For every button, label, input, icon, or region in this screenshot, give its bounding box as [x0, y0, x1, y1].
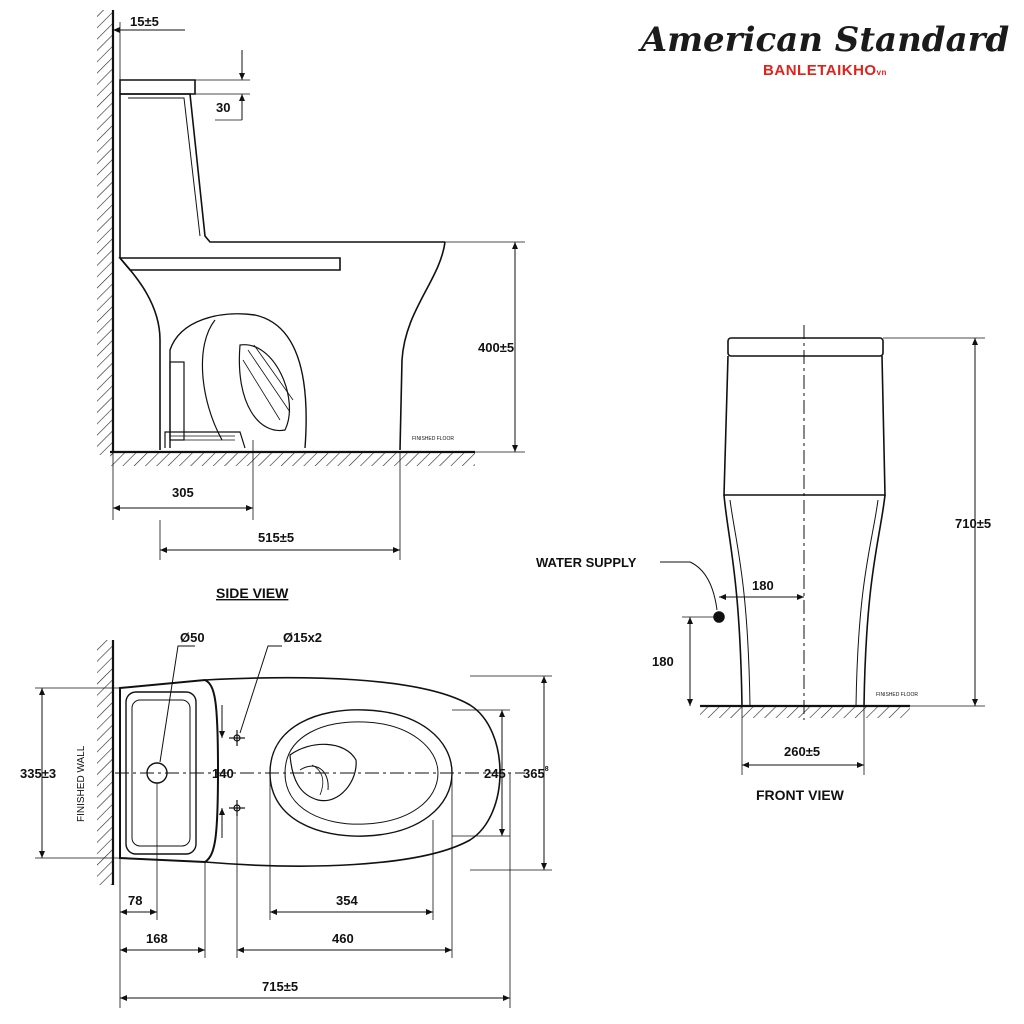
side-trap-bend	[238, 344, 290, 432]
top-water-well	[289, 743, 357, 802]
water-supply-label: WATER SUPPLY	[536, 555, 637, 570]
dim-wall-gap: 15±5	[130, 14, 159, 29]
front-floor-label: FINISHED FLOOR	[876, 692, 918, 698]
dim-bolt-spacing: 140	[212, 766, 234, 781]
dim-supply-offset: 180	[752, 578, 774, 593]
dim-seat-length: 460	[332, 931, 354, 946]
side-floor-label: FINISHED FLOOR	[412, 436, 454, 442]
side-tank-lid	[119, 79, 196, 95]
front-body-left	[723, 494, 743, 707]
top-bowl-outline	[204, 676, 501, 867]
brand-logo-block: American Standard BANLETAIKHOvn	[640, 20, 1010, 79]
dim-depth: 515±5	[258, 530, 294, 545]
front-tank-lid	[727, 337, 884, 357]
front-body-right-inner	[855, 499, 879, 707]
dim-total-width: 3658	[523, 766, 549, 781]
side-floor-hatch	[110, 452, 475, 466]
side-view-title: SIDE VIEW	[216, 585, 289, 601]
bolt-hole-bottom	[229, 800, 245, 816]
dim-lid-step: 30	[216, 100, 230, 115]
side-tank-inner	[128, 97, 201, 237]
dim-seat-height: 400±5	[478, 340, 514, 355]
front-view-title: FRONT VIEW	[756, 787, 845, 803]
finished-wall-label: FINISHED WALL	[76, 745, 87, 822]
side-base	[164, 431, 246, 449]
dim-total-length: 715±5	[262, 979, 298, 994]
dim-total-height: 710±5	[955, 516, 991, 531]
water-supply-leader	[660, 561, 718, 611]
front-view-labels: WATER SUPPLY 180 180 710±5 FINISHED FLOO…	[536, 516, 991, 803]
side-outlet-block	[169, 361, 185, 441]
front-view	[660, 325, 985, 775]
side-tank-body	[120, 93, 445, 243]
front-body-left-inner	[729, 499, 751, 707]
top-view	[35, 640, 552, 1008]
front-floor-hatch	[700, 706, 910, 718]
bolt-hole-top	[229, 730, 245, 746]
top-wall-hatch	[97, 640, 113, 885]
side-seat	[118, 257, 341, 271]
dim-tank-depth: 168	[146, 931, 168, 946]
american-standard-logo: American Standard	[640, 20, 1010, 60]
dim-tank-width: 335±3	[20, 766, 56, 781]
side-front-profile	[399, 241, 446, 451]
dim-outlet-dia: Ø50	[180, 630, 205, 645]
dim-bowl-length: 354	[336, 893, 358, 908]
top-view-labels: Ø50 Ø15x2 335±3 FINISHED WALL 140 245 36…	[20, 630, 549, 994]
side-trapway-outer	[169, 313, 307, 449]
side-back-profile	[119, 94, 161, 450]
front-body-right	[863, 494, 886, 707]
bolt-dia-leader	[239, 645, 282, 734]
dim-supply-height: 180	[652, 654, 674, 669]
side-trapway-inner	[201, 319, 223, 441]
dim-bowl-inner-width: 245	[484, 766, 506, 781]
dim-outlet-center: 78	[128, 893, 142, 908]
dim-base-width: 260±5	[784, 744, 820, 759]
side-view	[97, 10, 525, 560]
side-view-labels: 15±5 30 400±5 FINISHED FLOOR 305 515±5 S…	[130, 14, 514, 601]
outlet-dia-leader	[159, 645, 195, 763]
side-wall-hatch	[97, 10, 113, 455]
top-tank-outer	[119, 678, 220, 864]
top-bowl-inner	[284, 721, 439, 825]
dim-bolt-holes: Ø15x2	[283, 630, 322, 645]
watermark-text: BANLETAIKHOvn	[763, 62, 887, 79]
dim-outlet-from-wall: 305	[172, 485, 194, 500]
